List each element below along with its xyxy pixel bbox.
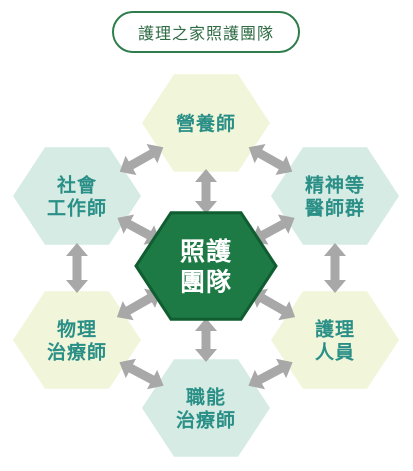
arrow-occupational-physical (119, 358, 164, 390)
node-occupational-label-line-1: 治療師 (176, 408, 236, 431)
node-nursing-label-line-1: 人員 (315, 341, 355, 363)
node-physical-label-line-0: 物理 (57, 317, 97, 340)
arrow-center-nutrition (195, 169, 217, 214)
center-label-line-1: 團隊 (180, 267, 232, 296)
arrow-nursing-occupational (248, 358, 293, 390)
node-occupational-hexagon (142, 359, 270, 457)
arrow-center-social (117, 214, 161, 245)
arrow-psychiatry-nursing (324, 243, 346, 293)
arrow-center-physical (116, 288, 161, 321)
node-social-label-line-1: 工作師 (47, 196, 107, 219)
node-occupational-label-line-0: 職能 (186, 385, 226, 408)
diagram-title: 護理之家照護團隊 (137, 24, 274, 43)
node-psychiatry-label-line-0: 精神等 (305, 173, 365, 196)
arrow-physical-social (66, 243, 88, 293)
arrow-center-psychiatry (251, 214, 295, 245)
center-hexagon (134, 211, 278, 321)
node-nutrition-label-line-0: 營養師 (176, 112, 236, 135)
center-label-line-0: 照護 (180, 237, 232, 266)
arrow-center-nursing (251, 288, 296, 321)
arrow-nutrition-psychiatry (248, 144, 293, 175)
node-nutrition-hexagon (142, 74, 270, 172)
node-physical-label-line-1: 治療師 (47, 340, 107, 363)
node-nursing-hexagon (271, 291, 399, 389)
arrow-social-nutrition (119, 144, 164, 175)
node-social-label-line-0: 社會 (56, 173, 97, 196)
node-nursing-label-line-0: 護理 (315, 317, 355, 340)
node-psychiatry-hexagon (271, 147, 399, 245)
node-physical-hexagon (13, 291, 141, 389)
node-psychiatry-label-line-1: 醫師群 (305, 196, 365, 219)
center-node: 照護團隊 (134, 211, 278, 321)
title-pill: 護理之家照護團隊 (112, 11, 300, 53)
node-nutrition: 營養師 (142, 74, 270, 172)
arrow-center-occupational (195, 318, 217, 362)
node-social-hexagon (13, 147, 141, 245)
